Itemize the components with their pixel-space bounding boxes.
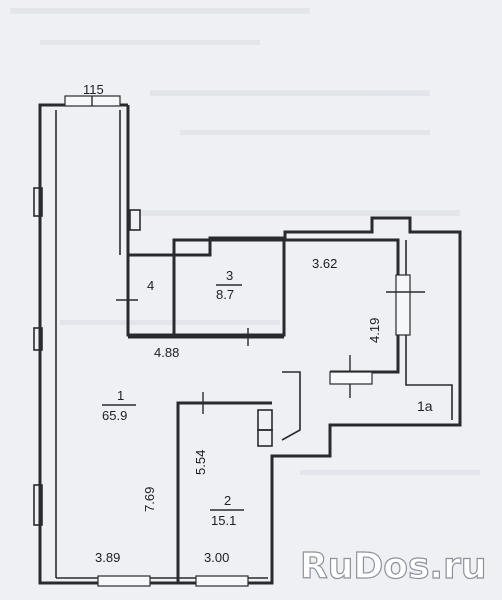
room-1a-number: 1a: [417, 398, 433, 414]
room-1-area: 65.9: [102, 408, 127, 423]
watermark-text: RuDos.ru: [300, 546, 486, 587]
room-3-area: 8.7: [216, 287, 234, 302]
balcony-area: [284, 238, 453, 420]
dimension-top-label: 115: [83, 82, 104, 97]
dim-3-89: 3.89: [95, 550, 120, 565]
room-3-number: 3: [226, 268, 233, 283]
corridor-wall: [116, 299, 284, 339]
dim-7-69: 7.69: [142, 487, 157, 512]
dim-4-19: 4.19: [367, 318, 382, 343]
dim-5-54: 5.54: [193, 450, 208, 475]
background-scan-noise: [10, 8, 480, 475]
room-2-area: 15.1: [211, 513, 236, 528]
dim-3-62: 3.62: [312, 256, 337, 271]
room-1-number: 1: [117, 388, 124, 403]
dim-3-00: 3.00: [204, 550, 229, 565]
left-wall-marks: [33, 187, 141, 526]
room-2-number: 2: [224, 493, 231, 508]
top-window: [64, 95, 121, 107]
bottom-windows: [97, 575, 249, 587]
room-4-number: 4: [147, 278, 154, 293]
room-2-walls: [176, 371, 301, 583]
watermark: RuDos.ru: [299, 545, 487, 587]
dim-4-88: 4.88: [154, 345, 179, 360]
